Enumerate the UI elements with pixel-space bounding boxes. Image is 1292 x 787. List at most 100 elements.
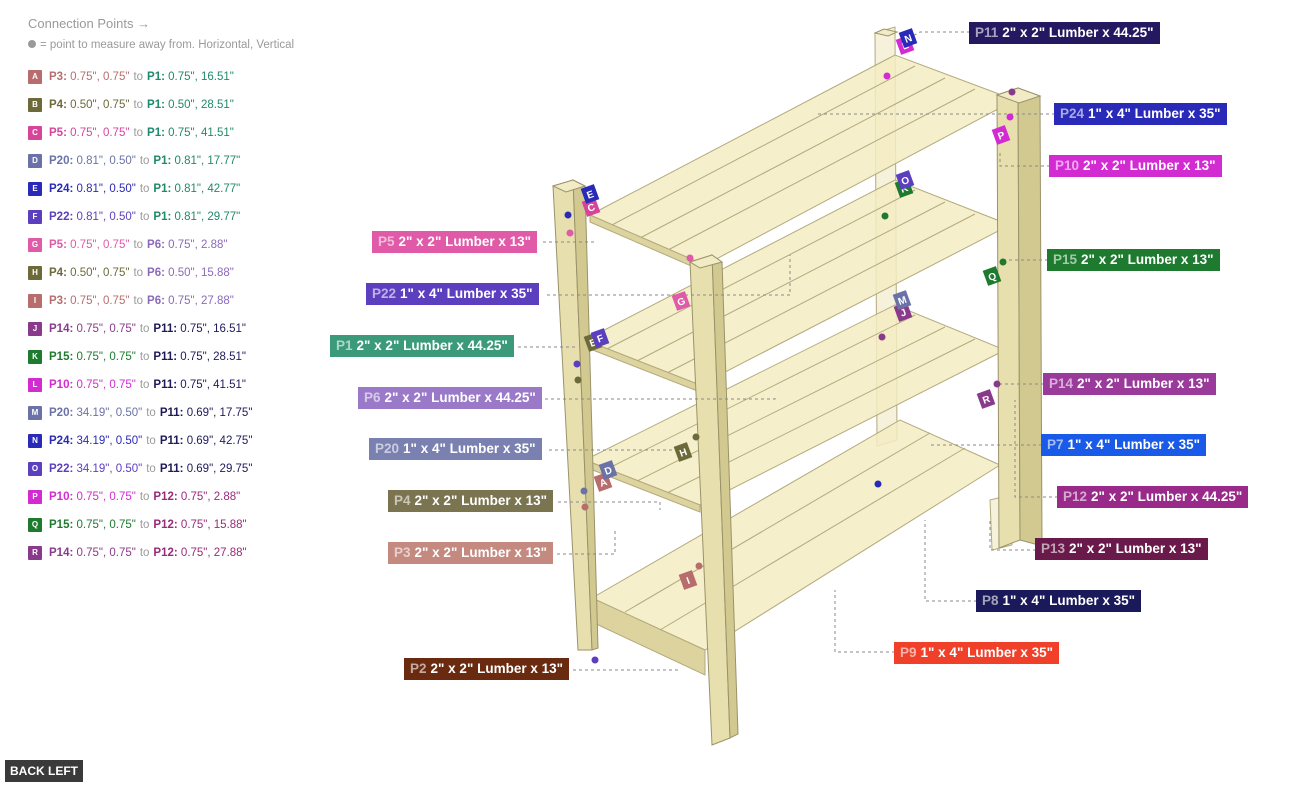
legend-note: = point to measure away from. Horizontal… <box>28 39 358 51</box>
connection-marker-letter: J <box>899 307 908 319</box>
connection-points-legend: Connection Points → = point to measure a… <box>28 16 358 567</box>
to-value: 0.75", 15.88" <box>180 519 247 531</box>
connection-marker-letter: I <box>685 576 692 587</box>
connection-key-badge: R <box>28 546 42 560</box>
part-id: P14 <box>1049 376 1074 391</box>
to-word: to <box>133 295 144 307</box>
from-value: 0.75", 0.75" <box>70 295 130 307</box>
to-part: P1: <box>147 99 165 111</box>
legend-title: Connection Points → <box>28 16 151 31</box>
to-word: to <box>146 407 156 419</box>
from-value: 0.75", 0.75" <box>76 519 136 531</box>
connection-key-badge: C <box>28 126 42 140</box>
to-value: 0.50", 15.88" <box>168 267 234 279</box>
to-part: P12: <box>153 547 178 559</box>
part-desc: 2" x 2" Lumber x 13" <box>1081 252 1214 267</box>
connection-marker-letter: Q <box>987 271 998 284</box>
connection-marker-o: O <box>895 170 915 190</box>
to-part: P12: <box>153 519 178 531</box>
connection-marker-letter: R <box>981 394 992 407</box>
to-part: P11: <box>153 379 178 391</box>
to-value: 0.69", 17.75" <box>186 407 253 419</box>
part-desc: 2" x 2" Lumber x 44.25" <box>356 338 508 353</box>
part-id: P12 <box>1063 489 1088 504</box>
from-value: 0.50", 0.75" <box>70 99 130 111</box>
to-word: to <box>146 463 156 475</box>
to-part: P6: <box>147 267 165 279</box>
connection-key-badge: G <box>28 238 42 252</box>
post-p12 <box>995 87 1043 549</box>
connection-marker-letter: H <box>678 447 689 460</box>
back-left-button[interactable]: BACK LEFT <box>5 760 83 782</box>
part-desc: 2" x 2" Lumber x 44.25" <box>1002 25 1154 40</box>
connection-marker-h: H <box>673 442 693 462</box>
connection-marker-letter: E <box>585 189 595 202</box>
connection-marker-g: G <box>671 291 691 311</box>
from-value: 0.75", 0.75" <box>76 491 136 503</box>
from-part: P24: <box>49 435 74 447</box>
connection-key-badge: N <box>28 434 42 448</box>
connection-marker-f: F <box>590 328 610 348</box>
to-value: 0.81", 29.77" <box>174 211 241 223</box>
connection-marker-letter: N <box>903 33 914 46</box>
part-id: P5 <box>378 234 395 249</box>
from-part: P4: <box>49 267 67 279</box>
to-part: P1: <box>147 71 165 83</box>
from-part: P20: <box>49 407 74 419</box>
connection-key-badge: B <box>28 98 42 112</box>
part-desc: 1" x 4" Lumber x 35" <box>1067 437 1201 452</box>
connection-key-badge: M <box>28 406 42 420</box>
to-value: 0.69", 42.75" <box>186 435 253 447</box>
connection-marker-letter: O <box>900 175 911 188</box>
from-part: P22: <box>49 463 74 475</box>
connection-marker-d: D <box>598 460 618 480</box>
to-part: P6: <box>147 239 165 251</box>
to-part: P11: <box>159 463 184 475</box>
to-word: to <box>139 323 150 335</box>
connection-marker-letter: M <box>897 295 909 308</box>
part-id: P9 <box>900 645 917 660</box>
part-desc: 1" x 4" Lumber x 35" <box>1002 593 1136 608</box>
to-word: to <box>139 351 150 363</box>
to-part: P6: <box>147 295 165 307</box>
connection-key-badge: E <box>28 182 42 196</box>
to-value: 0.75", 2.88" <box>180 491 241 503</box>
from-value: 0.50", 0.75" <box>70 267 130 279</box>
connection-key-badge: D <box>28 154 42 168</box>
connection-key-badge: A <box>28 70 42 84</box>
part-id: P13 <box>1041 541 1066 556</box>
connection-dots <box>564 72 1016 664</box>
connection-key-badge: O <box>28 462 42 476</box>
connection-marker-letter: G <box>676 296 687 309</box>
connection-key-badge: L <box>28 378 42 392</box>
connection-marker-letter: D <box>603 465 614 478</box>
connection-key-badge: H <box>28 266 42 280</box>
to-word: to <box>133 127 144 139</box>
from-value: 0.75", 0.75" <box>76 547 136 559</box>
from-value: 0.75", 0.75" <box>76 379 136 391</box>
